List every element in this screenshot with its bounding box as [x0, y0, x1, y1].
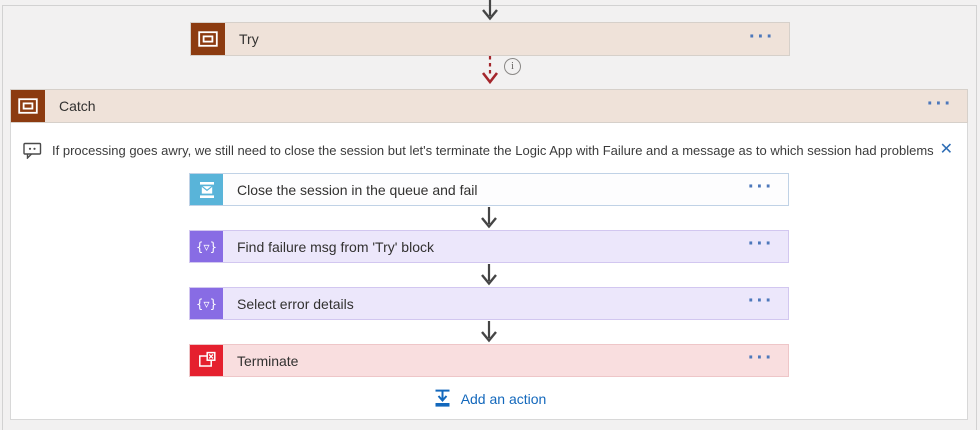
action-title: Close the session in the queue and fail — [237, 181, 478, 198]
connector-arrow — [477, 263, 501, 287]
comment-close-icon[interactable]: ✕ — [939, 141, 953, 158]
try-scope-card[interactable]: Try ··· — [190, 22, 790, 56]
catch-scope-header[interactable]: Catch ··· — [10, 89, 968, 123]
connector-arrow — [477, 320, 501, 344]
terminate-icon — [190, 345, 223, 376]
info-glyph: i — [511, 61, 514, 72]
catch-scope-title: Catch — [59, 98, 96, 114]
add-action-icon — [432, 389, 453, 408]
try-scope-title: Try — [239, 31, 259, 47]
connector-arrow — [477, 206, 501, 230]
scope-icon — [11, 90, 45, 122]
action-menu-ellipsis[interactable]: ··· — [748, 347, 774, 369]
action-card-select-error-details[interactable]: {▿} Select error details ··· — [189, 287, 789, 320]
add-an-action-button[interactable]: Add an action — [432, 389, 547, 408]
action-card-close-session[interactable]: Close the session in the queue and fail … — [189, 173, 789, 206]
action-title: Select error details — [237, 295, 354, 312]
connector-arrow — [478, 0, 502, 21]
action-menu-ellipsis[interactable]: ··· — [748, 233, 774, 255]
action-title: Terminate — [237, 352, 299, 369]
run-after-failed-arrow — [478, 56, 502, 85]
action-card-find-failure-msg[interactable]: {▿} Find failure msg from 'Try' block ··… — [189, 230, 789, 263]
info-icon[interactable]: i — [504, 58, 521, 75]
catch-scope-body: If processing goes awry, we still need t… — [10, 123, 968, 420]
scope-comment[interactable]: If processing goes awry, we still need t… — [23, 137, 957, 163]
data-operations-icon: {▿} — [190, 231, 223, 262]
try-menu-ellipsis[interactable]: ··· — [749, 25, 775, 48]
comment-text: If processing goes awry, we still need t… — [52, 142, 934, 158]
action-title: Find failure msg from 'Try' block — [237, 238, 434, 255]
action-menu-ellipsis[interactable]: ··· — [748, 290, 774, 312]
action-card-terminate[interactable]: Terminate ··· — [189, 344, 789, 377]
comment-bubble-icon — [23, 142, 42, 159]
service-bus-icon — [190, 174, 223, 205]
catch-menu-ellipsis[interactable]: ··· — [927, 92, 953, 115]
data-operations-icon: {▿} — [190, 288, 223, 319]
catch-actions-column: Close the session in the queue and fail … — [11, 173, 967, 408]
action-menu-ellipsis[interactable]: ··· — [748, 176, 774, 198]
add-action-label: Add an action — [460, 390, 547, 407]
scope-icon — [191, 23, 225, 55]
